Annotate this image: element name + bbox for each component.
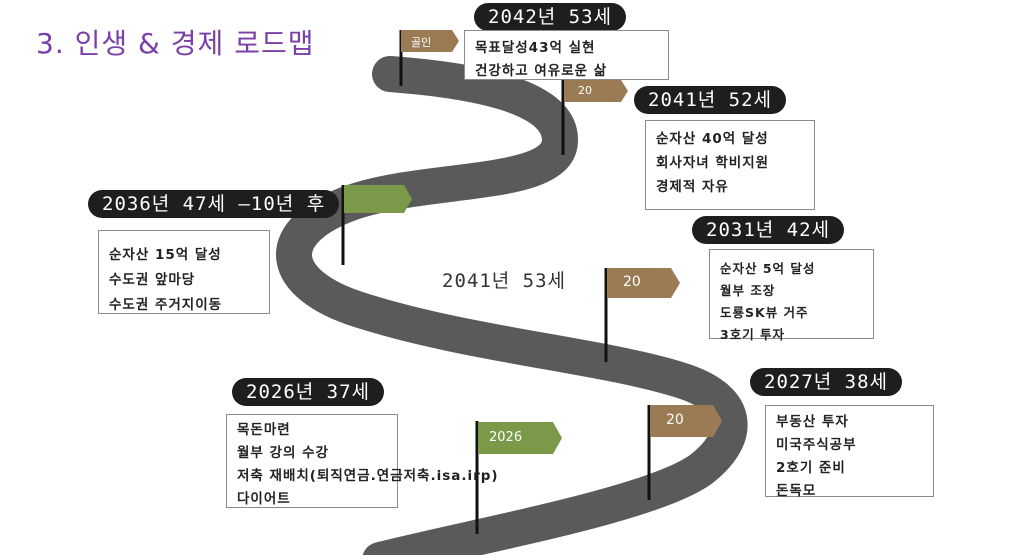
milestone-line: 건강하고 여유로운 삶 <box>475 63 608 79</box>
flag-goal <box>401 30 459 52</box>
milestone-line: 돈독모 <box>776 483 817 499</box>
flag-2-label: 20 <box>623 274 641 290</box>
flag-3 <box>650 405 722 437</box>
milestone-line: 수도권 앞마당 <box>109 272 196 288</box>
milestone-line: 순자산 15억 달성 <box>109 247 222 263</box>
flag-2 <box>607 268 680 298</box>
milestone-line: 월부 강의 수강 <box>237 445 329 461</box>
milestone-line: 순자산 5억 달성 <box>720 261 816 276</box>
winding-road <box>276 56 748 555</box>
flag-1-label: 20 <box>578 84 592 97</box>
milestone-line: 도룡SK뷰 거주 <box>720 305 809 320</box>
flag-goal-label: 골인 <box>411 36 432 49</box>
milestone-line: 미국주식공부 <box>776 437 857 453</box>
milestone-line: 부동산 투자 <box>776 414 849 430</box>
milestone-2036-heading: 2036년 47세 —10년 후 <box>88 190 340 218</box>
milestone-line: 3호기 투자 <box>720 327 786 342</box>
milestone-2031-box: 순자산 5억 달성 월부 조장 도룡SK뷰 거주 3호기 투자 <box>709 249 874 342</box>
page-title: 3. 인생 & 경제 로드맵 <box>36 27 315 60</box>
road-label: 2041년 53세 <box>442 270 567 292</box>
flag-2026-label: 2026 <box>489 430 523 445</box>
milestone-2026-heading: 2026년 37세 <box>232 378 385 406</box>
milestone-2036-box: 순자산 15억 달성 수도권 앞마당 수도권 주거지이동 <box>98 230 270 314</box>
milestone-line: 목돈마련 <box>237 422 291 438</box>
flag-1 <box>564 80 628 102</box>
milestone-2041-box: 순자산 40억 달성 회사자녀 학비지원 경제적 자유 <box>645 120 815 210</box>
milestone-line: 다이어트 <box>237 491 291 507</box>
flag-2036 <box>344 185 412 213</box>
milestone-line: 목표달성43억 실현 <box>475 40 596 56</box>
milestone-2042-heading: 2042년 53세 <box>474 3 627 31</box>
milestone-2026-box: 목돈마련 월부 강의 수강 저축 재배치(퇴직연금.연금저축.isa.irp) … <box>226 414 498 508</box>
milestone-2027-heading: 2027년 38세 <box>750 368 903 396</box>
milestone-2041-heading: 2041년 52세 <box>634 86 787 114</box>
flag-3-label: 20 <box>666 412 684 428</box>
milestone-line: 회사자녀 학비지원 <box>656 155 770 171</box>
milestone-line: 저축 재배치(퇴직연금.연금저축.isa.irp) <box>237 468 499 484</box>
milestone-2031-heading: 2031년 42세 <box>692 216 845 244</box>
milestone-2042-box: 목표달성43억 실현 건강하고 여유로운 삶 <box>464 30 669 80</box>
milestone-line: 수도권 주거지이동 <box>109 297 223 313</box>
flag-2026 <box>478 422 562 454</box>
milestone-line: 순자산 40억 달성 <box>656 131 769 147</box>
milestone-line: 월부 조장 <box>720 283 776 298</box>
milestone-line: 경제적 자유 <box>656 179 729 195</box>
milestone-2027-box: 부동산 투자 미국주식공부 2호기 준비 돈독모 <box>765 405 934 499</box>
milestone-line: 2호기 준비 <box>776 460 846 476</box>
